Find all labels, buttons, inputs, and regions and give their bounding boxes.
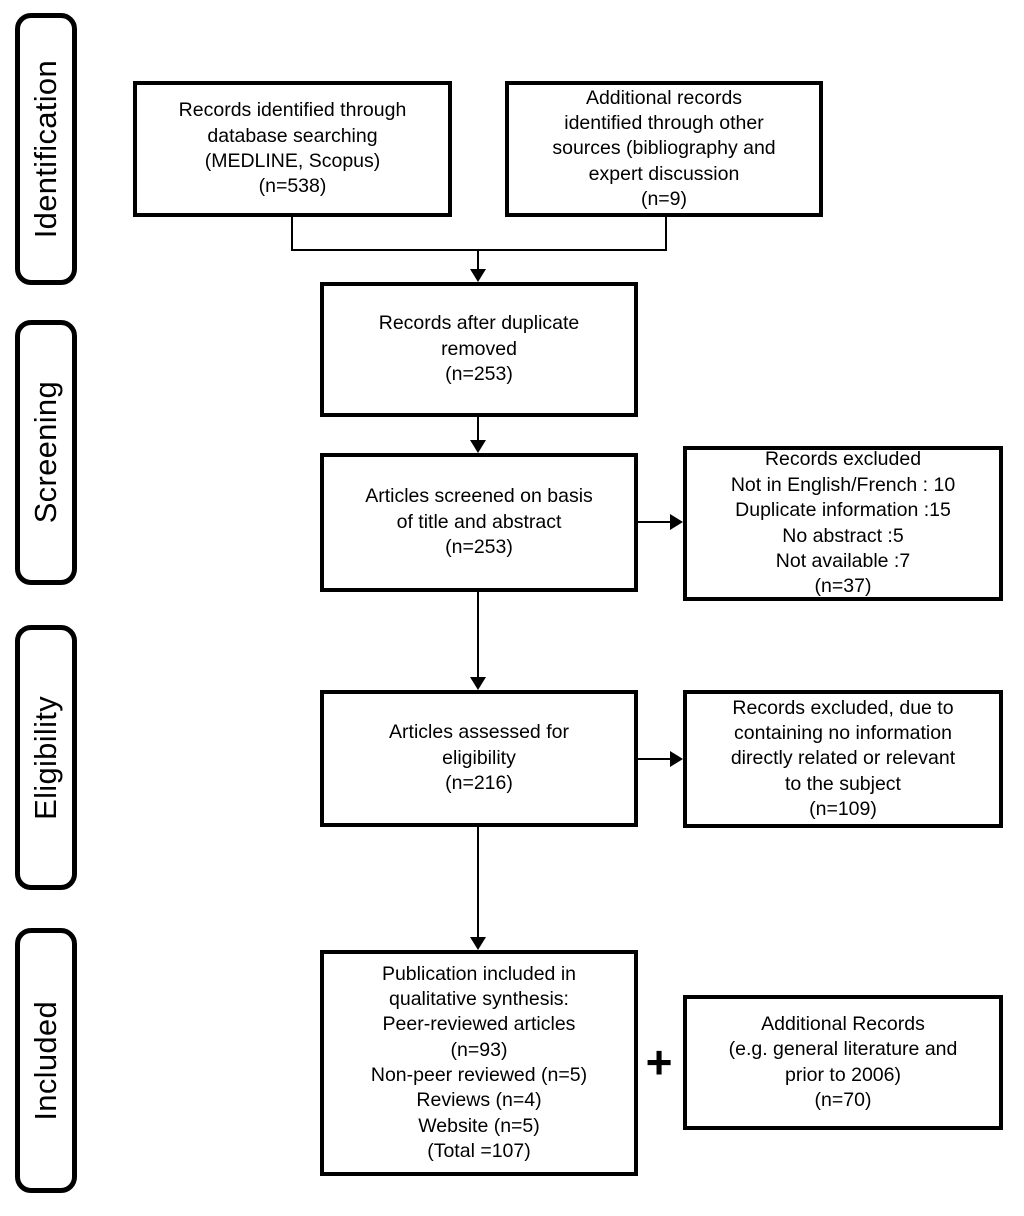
stage-eligibility: Eligibility — [15, 625, 77, 890]
stage-screening: Screening — [15, 320, 77, 585]
box-records-identified: Records identified through database sear… — [133, 81, 452, 217]
connector-dedupe-to-screened — [477, 417, 479, 440]
stage-included-label: Included — [28, 1000, 63, 1121]
arrow-down-icon — [470, 677, 486, 690]
arrow-down-icon — [470, 269, 486, 282]
box-records-excluded-screening-text: Records excluded Not in English/French :… — [730, 448, 956, 598]
box-records-identified-text: Records identified through database sear… — [178, 99, 407, 198]
connector-assessed-to-excluded — [638, 758, 670, 760]
box-records-after-duplicate: Records after duplicate removed (n=253) — [320, 282, 638, 417]
box-records-after-duplicate-text: Records after duplicate removed (n=253) — [378, 312, 580, 386]
box-publication-included: Publication included in qualitative synt… — [320, 950, 638, 1176]
arrow-right-icon — [670, 751, 683, 767]
connector-right-drop-line — [665, 217, 667, 251]
connector-assessed-to-included — [477, 827, 479, 937]
arrow-down-icon — [470, 937, 486, 950]
arrow-right-icon — [670, 514, 683, 530]
box-publication-included-text: Publication included in qualitative synt… — [370, 962, 588, 1163]
box-additional-records-sources: Additional records identified through ot… — [505, 81, 823, 217]
connector-left-drop-line — [291, 217, 293, 251]
box-articles-assessed: Articles assessed for eligibility (n=216… — [320, 690, 638, 827]
box-records-excluded-screening: Records excluded Not in English/French :… — [683, 446, 1003, 601]
plus-sign: + — [645, 1036, 673, 1088]
box-records-excluded-eligibility: Records excluded, due to containing no i… — [683, 690, 1003, 828]
stage-identification-label: Identification — [28, 59, 63, 239]
connector-screened-to-assessed — [477, 592, 479, 677]
box-records-excluded-eligibility-text: Records excluded, due to containing no i… — [730, 696, 956, 821]
stage-identification: Identification — [15, 13, 77, 285]
stage-eligibility-label: Eligibility — [28, 695, 63, 820]
box-additional-records-sources-text: Additional records identified through ot… — [552, 86, 776, 211]
connector-screened-to-excluded — [638, 521, 670, 523]
box-additional-records-included: Additional Records (e.g. general literat… — [683, 995, 1003, 1130]
box-articles-assessed-text: Articles assessed for eligibility (n=216… — [389, 721, 569, 795]
box-articles-screened-text: Articles screened on basis of title and … — [365, 485, 593, 559]
box-articles-screened: Articles screened on basis of title and … — [320, 453, 638, 592]
box-additional-records-included-text: Additional Records (e.g. general literat… — [728, 1012, 958, 1111]
stage-screening-label: Screening — [28, 381, 63, 524]
stage-included: Included — [15, 928, 77, 1193]
connector-merge-line — [291, 249, 667, 251]
arrow-down-icon — [470, 440, 486, 453]
connector-merge-stem — [477, 251, 479, 269]
